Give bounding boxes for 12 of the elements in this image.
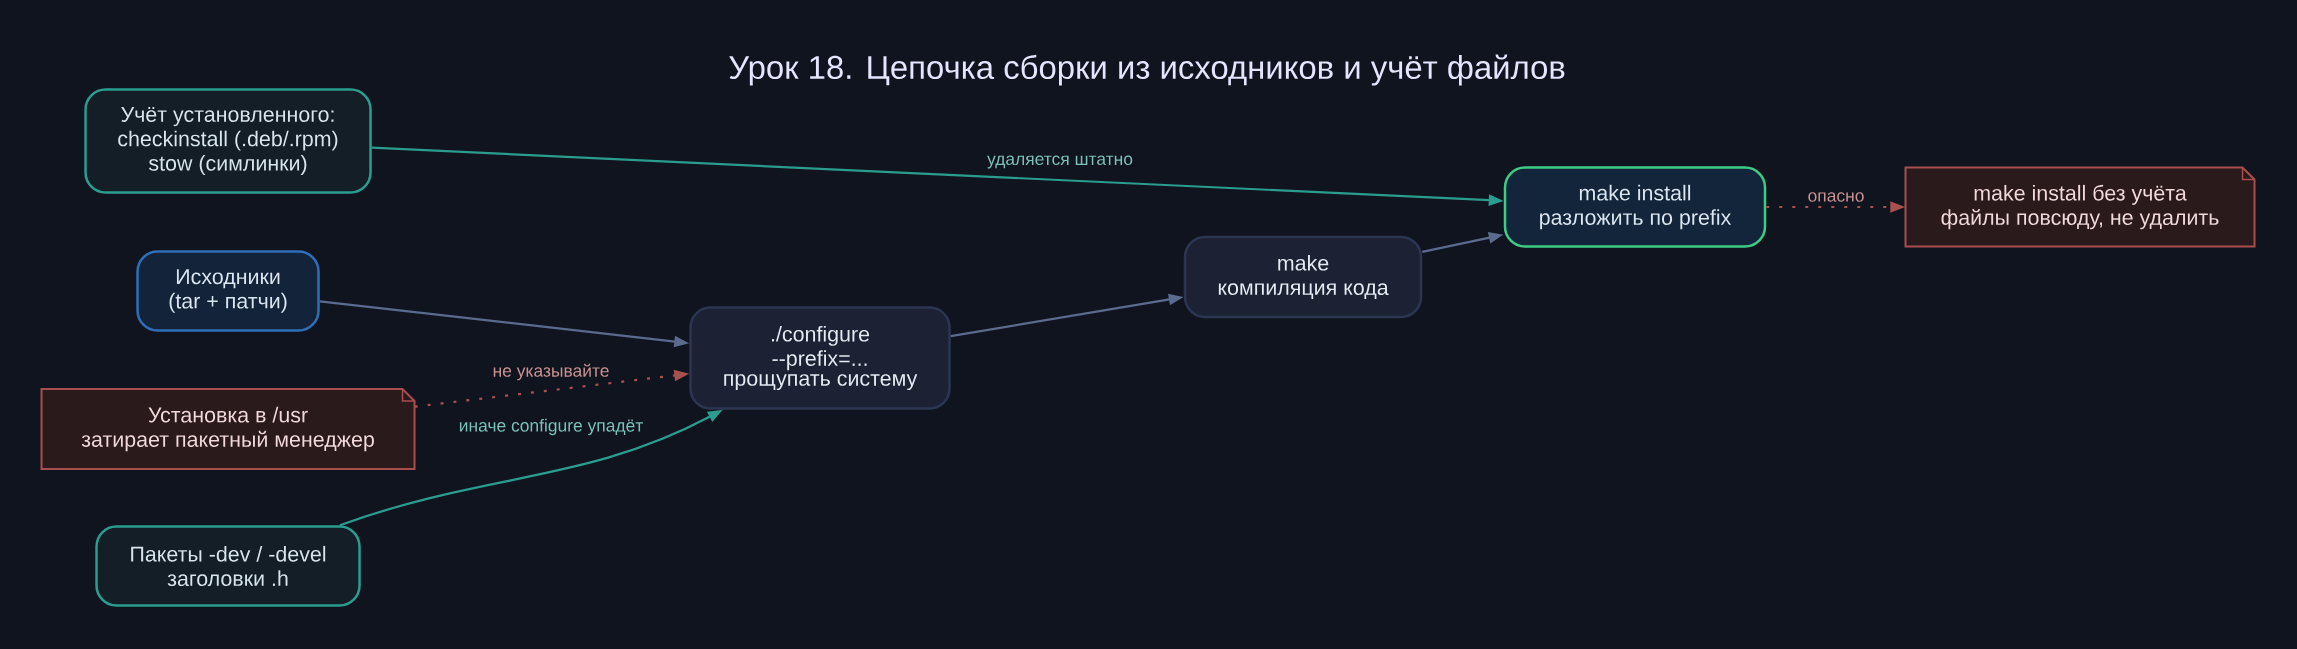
note-box: Установка в /usr затирает пакетный менеджер bbox=[40, 388, 416, 470]
note-box: make install без учёта файлы повсюду, не удалить bbox=[1904, 166, 2256, 248]
process-box: make install разложить по prefix bbox=[1503, 166, 1767, 248]
edge-label: иначе configure упадёт bbox=[457, 417, 645, 437]
process-box: make компиляция кода bbox=[1183, 235, 1423, 319]
edge-label: не указывайте bbox=[491, 362, 611, 382]
process-box: Учёт установленного: checkinstall (.deb/.rpm) stow (симлинки) bbox=[84, 88, 372, 194]
process-box: ./configure --prefix=... прощупать систему bbox=[689, 306, 951, 410]
process-box: Пакеты -dev / -devel заголовки .h bbox=[95, 525, 361, 607]
process-box: Исходники (tar + патчи) bbox=[136, 250, 320, 332]
title: Урок 18. Цепочка сборки из исходников и учёт файлов bbox=[729, 54, 1565, 86]
edge-label: удаляется штатно bbox=[985, 154, 1135, 170]
